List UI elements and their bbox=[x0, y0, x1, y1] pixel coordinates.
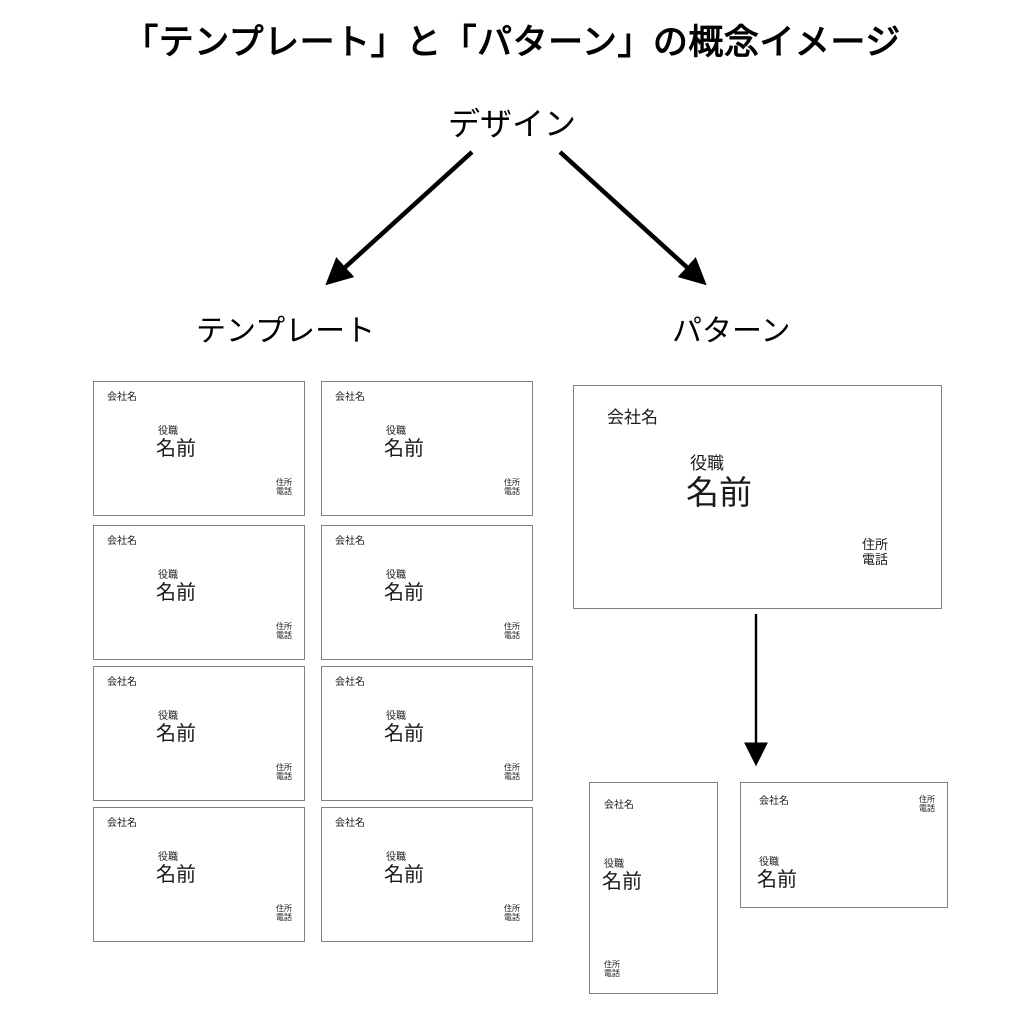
card-company: 会社名 bbox=[607, 408, 658, 427]
card-address: 住所 bbox=[504, 763, 520, 772]
card-phone: 電話 bbox=[919, 804, 935, 814]
card-address: 住所 bbox=[276, 622, 292, 631]
template-card[interactable]: 会社名 役職 名前 住所 電話 bbox=[321, 381, 533, 516]
card-address: 住所 bbox=[919, 795, 935, 804]
card-role: 役職 bbox=[690, 454, 724, 473]
card-role: 役職 bbox=[386, 852, 406, 863]
card-name: 名前 bbox=[384, 582, 424, 604]
card-company: 会社名 bbox=[107, 536, 137, 547]
root-node-design: デザイン bbox=[447, 106, 576, 142]
card-address: 住所 bbox=[276, 763, 292, 772]
arrow-design-to-pattern bbox=[558, 150, 707, 286]
card-company: 会社名 bbox=[335, 818, 365, 829]
card-phone: 電話 bbox=[504, 487, 520, 497]
card-phone: 電話 bbox=[504, 772, 520, 782]
template-card[interactable]: 会社名 役職 名前 住所 電話 bbox=[93, 666, 305, 801]
arrow-design-to-template bbox=[325, 150, 474, 286]
card-role: 役職 bbox=[158, 711, 178, 722]
card-role: 役職 bbox=[158, 570, 178, 581]
card-name: 名前 bbox=[156, 582, 196, 604]
card-name: 名前 bbox=[602, 871, 642, 893]
template-card[interactable]: 会社名 役職 名前 住所 電話 bbox=[93, 807, 305, 942]
card-role: 役職 bbox=[386, 711, 406, 722]
template-card[interactable]: 会社名 役職 名前 住所 電話 bbox=[321, 666, 533, 801]
card-role: 役職 bbox=[759, 857, 779, 868]
card-role: 役職 bbox=[386, 426, 406, 437]
card-contact: 住所 電話 bbox=[504, 478, 520, 496]
card-phone: 電話 bbox=[276, 913, 292, 923]
branch-label-template: テンプレート bbox=[196, 315, 376, 348]
card-company: 会社名 bbox=[335, 677, 365, 688]
template-card[interactable]: 会社名 役職 名前 住所 電話 bbox=[93, 381, 305, 516]
card-company: 会社名 bbox=[107, 677, 137, 688]
card-phone: 電話 bbox=[276, 772, 292, 782]
card-contact: 住所 電話 bbox=[504, 904, 520, 922]
card-phone: 電話 bbox=[504, 913, 520, 923]
card-role: 役職 bbox=[158, 852, 178, 863]
template-card[interactable]: 会社名 役職 名前 住所 電話 bbox=[321, 525, 533, 660]
card-address: 住所 bbox=[276, 478, 292, 487]
card-contact: 住所 電話 bbox=[276, 763, 292, 781]
card-address: 住所 bbox=[504, 622, 520, 631]
card-phone: 電話 bbox=[276, 631, 292, 641]
card-name: 名前 bbox=[384, 438, 424, 460]
pattern-variant-landscape-card[interactable]: 会社名 住所 電話 役職 名前 bbox=[740, 782, 948, 908]
card-contact: 住所 電話 bbox=[919, 795, 935, 813]
card-contact: 住所 電話 bbox=[276, 622, 292, 640]
card-role: 役職 bbox=[386, 570, 406, 581]
card-phone: 電話 bbox=[504, 631, 520, 641]
card-address: 住所 bbox=[504, 904, 520, 913]
pattern-variant-portrait-card[interactable]: 会社名 役職 名前 住所 電話 bbox=[589, 782, 718, 994]
card-company: 会社名 bbox=[107, 392, 137, 403]
card-name: 名前 bbox=[156, 864, 196, 886]
card-name: 名前 bbox=[384, 864, 424, 886]
card-company: 会社名 bbox=[335, 536, 365, 547]
card-contact: 住所 電話 bbox=[604, 960, 620, 978]
card-phone: 電話 bbox=[276, 487, 292, 497]
card-address: 住所 bbox=[504, 478, 520, 487]
card-name: 名前 bbox=[156, 438, 196, 460]
page-title: 「テンプレート」と「パターン」の概念イメージ bbox=[123, 23, 901, 62]
card-contact: 住所 電話 bbox=[504, 622, 520, 640]
card-company: 会社名 bbox=[335, 392, 365, 403]
card-address: 住所 bbox=[861, 537, 888, 552]
card-role: 役職 bbox=[158, 426, 178, 437]
card-name: 名前 bbox=[757, 869, 797, 891]
branch-label-pattern: パターン bbox=[672, 315, 791, 348]
card-name: 名前 bbox=[384, 723, 424, 745]
card-company: 会社名 bbox=[604, 800, 634, 811]
card-name: 名前 bbox=[686, 474, 752, 511]
pattern-master-card[interactable]: 会社名 役職 名前 住所 電話 bbox=[573, 385, 942, 609]
card-contact: 住所 電話 bbox=[504, 763, 520, 781]
card-role: 役職 bbox=[604, 859, 624, 870]
card-company: 会社名 bbox=[107, 818, 137, 829]
template-card[interactable]: 会社名 役職 名前 住所 電話 bbox=[93, 525, 305, 660]
card-contact: 住所 電話 bbox=[276, 478, 292, 496]
card-address: 住所 bbox=[604, 960, 620, 969]
card-name: 名前 bbox=[156, 723, 196, 745]
card-contact: 住所 電話 bbox=[276, 904, 292, 922]
card-phone: 電話 bbox=[604, 969, 620, 979]
card-address: 住所 bbox=[276, 904, 292, 913]
card-phone: 電話 bbox=[861, 551, 888, 567]
card-contact: 住所 電話 bbox=[861, 537, 888, 568]
template-card[interactable]: 会社名 役職 名前 住所 電話 bbox=[321, 807, 533, 942]
card-company: 会社名 bbox=[759, 796, 789, 807]
